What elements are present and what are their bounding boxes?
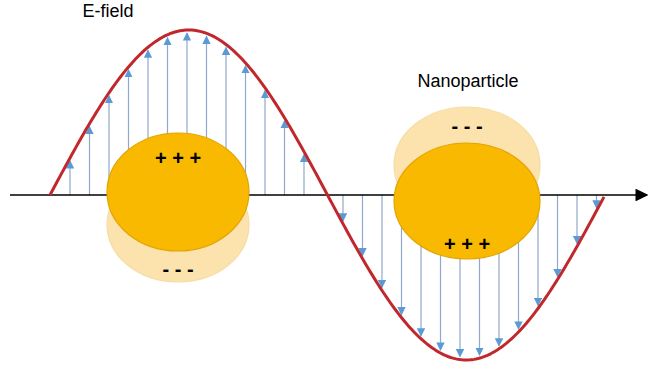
field-arrow — [342, 195, 343, 221]
field-arrow — [362, 195, 363, 256]
charge-signs: + + + — [106, 132, 250, 168]
field-arrow — [381, 195, 382, 287]
field-arrow — [576, 195, 577, 243]
charge-signs: + + + — [393, 142, 541, 254]
ellipse-shape — [107, 133, 249, 251]
field-arrow — [264, 91, 265, 195]
ellipse-shape — [394, 143, 540, 259]
field-arrow — [89, 127, 90, 195]
field-arrow — [69, 161, 70, 195]
charge-signs: - - - — [393, 106, 541, 136]
nanoparticle: + + + — [393, 142, 541, 260]
field-arrow — [303, 155, 304, 195]
particle-label: Nanoparticle — [417, 72, 518, 90]
ellipse-shape — [107, 168, 249, 282]
sine-wave — [50, 30, 604, 360]
nanoparticle: + + + — [106, 132, 250, 252]
field-arrow — [557, 195, 558, 277]
field-arrow — [284, 121, 285, 195]
field-label: E-field — [82, 2, 133, 20]
field-arrow — [596, 195, 597, 208]
